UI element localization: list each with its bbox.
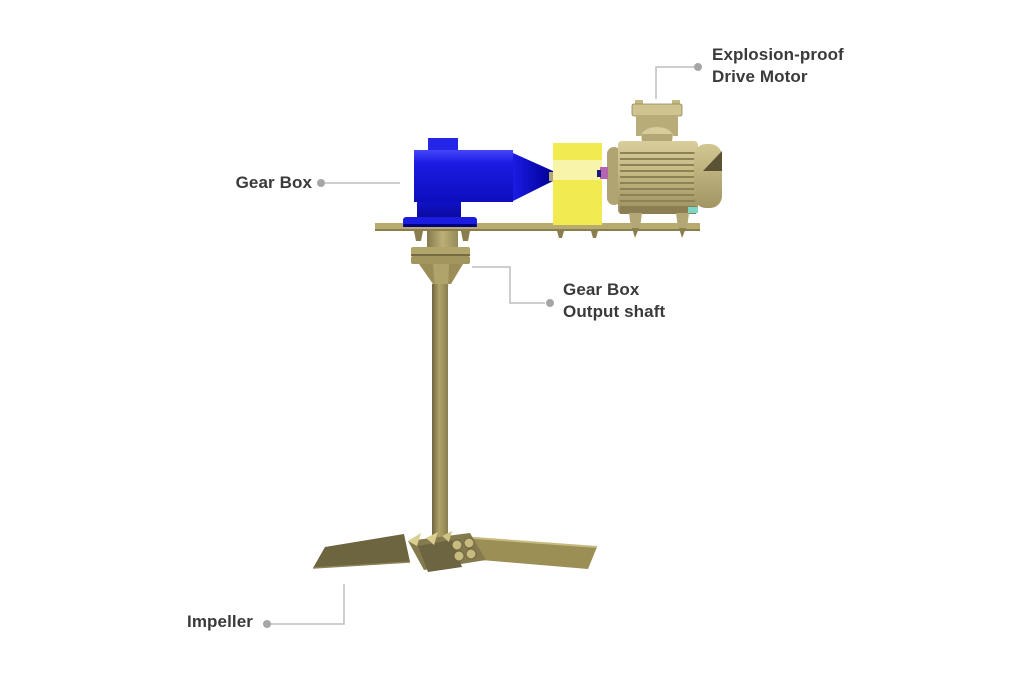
plate-bolt [414, 231, 423, 241]
mounting-plate-edge [375, 229, 700, 231]
motor-body-shadow [620, 206, 696, 214]
gear-box-label: Gear Box [235, 173, 312, 192]
coupling-flange-lower [411, 256, 470, 264]
output-shaft-graphic [411, 231, 470, 546]
gear-box-shaft-tip [549, 172, 556, 181]
impeller-blade-right-edge [460, 536, 598, 548]
plate-bolt [591, 231, 598, 238]
motor-front-stub-dark [597, 170, 601, 177]
impeller-hub-highlight [426, 532, 438, 545]
leader-dot-gear-box [317, 179, 325, 187]
leader-dots [263, 63, 702, 628]
motor-foot-bolt [632, 228, 639, 238]
gear-box-neck [417, 202, 461, 219]
drive-motor-label: Explosion-proof Drive Motor [712, 44, 844, 88]
coupling-flange-gap [411, 254, 470, 256]
impeller-hub-highlight [442, 531, 452, 542]
coupling-guard [553, 143, 602, 225]
motor-foot-bolt [679, 228, 686, 238]
fan-cover-notch [703, 151, 722, 171]
output-shaft-label: Gear Box Output shaft [563, 279, 665, 323]
impeller-hub-clamp [418, 540, 462, 572]
gear-box-body [414, 150, 513, 202]
output-shaft-label-line1: Gear Box [563, 280, 640, 299]
gear-box-flange-shadow [403, 224, 477, 227]
drive-motor-label-line2: Drive Motor [712, 67, 808, 86]
junction-box-lid [631, 103, 683, 117]
impeller-graphic [312, 531, 598, 572]
motor-neck [642, 134, 672, 143]
leader-dot-impeller [263, 620, 271, 628]
motor-fins [620, 152, 696, 202]
gear-box-cap [428, 138, 458, 152]
fan-cover [694, 144, 722, 208]
drive-motor-graphic [597, 100, 722, 238]
impeller-blade-left [313, 534, 410, 568]
gear-box-flange [403, 217, 477, 226]
impeller-hub-highlight [408, 533, 421, 546]
plate-bolt [461, 231, 470, 241]
motor-teal-accent [688, 207, 698, 213]
leader-line-impeller [271, 584, 345, 625]
motor-foot [676, 213, 689, 228]
drive-motor-label-line1: Explosion-proof [712, 45, 844, 64]
leader-line-output-shaft [472, 266, 545, 304]
gear-box-graphic [403, 138, 556, 227]
mounting-plate [375, 223, 700, 230]
leader-line-drive-motor [655, 66, 694, 99]
motor-front-stub [600, 167, 608, 179]
coupling-guard-graphic [553, 143, 614, 225]
shaft [432, 284, 448, 546]
impeller-hub-bolts [451, 537, 477, 562]
coupling-gusset [433, 264, 449, 290]
impeller-blade-left-edge [312, 561, 411, 569]
coupling-guard-band [553, 160, 602, 180]
coupling-flange-upper [411, 247, 470, 255]
leader-lines [271, 66, 694, 625]
plate-bolt [557, 231, 564, 238]
output-shaft-label-line2: Output shaft [563, 302, 666, 321]
impeller-label: Impeller [187, 612, 253, 631]
motor-end-bell [607, 147, 621, 205]
coupling-hub [427, 231, 458, 247]
leader-dot-drive-motor [694, 63, 702, 71]
mounting-plate-graphic [375, 223, 700, 241]
leader-dot-output-shaft [546, 299, 554, 307]
gear-box-cone [513, 153, 553, 201]
motor-foot [629, 213, 642, 228]
